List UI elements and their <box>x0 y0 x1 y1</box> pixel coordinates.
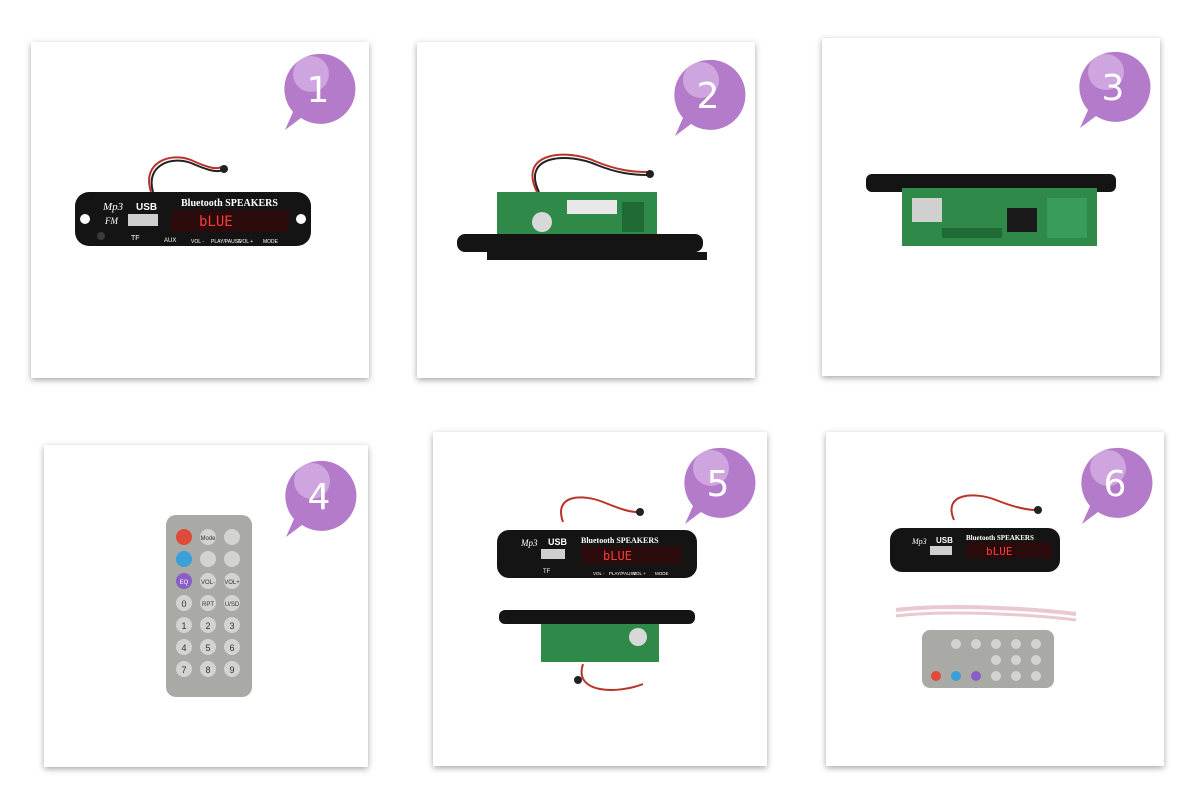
panel-title: Bluetooth SPEAKERS <box>181 198 278 209</box>
svg-text:5: 5 <box>205 643 210 653</box>
svg-text:EQ: EQ <box>180 580 189 586</box>
panel-brand: Mp3 <box>911 537 927 546</box>
svg-text:8: 8 <box>205 665 210 675</box>
number-badge: 1 <box>284 53 356 131</box>
svg-text:7: 7 <box>181 665 186 675</box>
display-text: bLUE <box>199 214 233 230</box>
svg-text:9: 9 <box>229 665 234 675</box>
power-icon <box>176 529 192 545</box>
btn-vol-plus: VOL + <box>239 239 253 245</box>
svg-text:4: 4 <box>181 643 186 653</box>
svg-text:U/SD: U/SD <box>225 602 240 608</box>
number-badge: 4 <box>285 460 357 537</box>
svg-text:0: 0 <box>181 599 186 609</box>
usb-label: USB <box>936 536 953 545</box>
usb-label: USB <box>548 537 568 547</box>
number-badge: 6 <box>1081 447 1153 524</box>
display-text: bLUE <box>603 549 632 563</box>
btn-play-pause: PLAY/PAUSE <box>609 571 636 576</box>
btn-vol-minus: VOL - <box>593 571 605 576</box>
product-card-1[interactable]: Mp3 FM USB Bluetooth SPEAKERS bLUE TF AU… <box>31 42 369 378</box>
panel-brand: Mp3 <box>102 201 124 213</box>
svg-text:RPT: RPT <box>202 602 214 608</box>
aux-label: AUX <box>164 238 176 244</box>
number-badge: 3 <box>1079 51 1151 129</box>
bluetooth-icon <box>97 232 105 240</box>
svg-text:1: 1 <box>181 621 186 631</box>
btn-mode: MODE <box>263 239 279 245</box>
btn-mode: MODE <box>655 571 669 576</box>
tf-label: TF <box>543 569 551 575</box>
badge-number: 2 <box>697 76 720 117</box>
usb-label: USB <box>136 202 157 213</box>
svg-text:2: 2 <box>205 621 210 631</box>
panel-brand: Mp3 <box>520 538 538 548</box>
play-pause-icon <box>176 551 192 567</box>
display-text: bLUE <box>986 545 1013 558</box>
product-image-pcb-side <box>457 153 707 260</box>
product-card-2[interactable]: 2 <box>417 42 755 378</box>
product-image-kit: Mp3 USB Bluetooth SPEAKERS bLUE <box>890 494 1077 688</box>
btn-play-pause: PLAY/PAUSE <box>211 239 242 245</box>
btn-vol-plus: VOL + <box>633 571 646 576</box>
product-image-pcb-back <box>866 174 1116 246</box>
product-image-remote: Mode EQ VOL- VOL+ 0 RPT U/SD 1 2 3 4 5 6… <box>166 515 252 697</box>
badge-number: 3 <box>1102 68 1125 109</box>
svg-text:3: 3 <box>229 621 234 631</box>
product-image-front-panel: Mp3 FM USB Bluetooth SPEAKERS bLUE TF AU… <box>75 156 311 246</box>
prev-icon <box>200 551 216 567</box>
svg-text:VOL-: VOL- <box>201 580 215 586</box>
badge-number: 4 <box>308 477 331 518</box>
mute-icon <box>224 529 240 545</box>
badge-number: 1 <box>307 70 330 111</box>
tf-label: TF <box>131 235 140 242</box>
next-icon <box>224 551 240 567</box>
panel-title: Bluetooth SPEAKERS <box>966 534 1034 542</box>
product-image-front-and-back: Mp3 USB Bluetooth SPEAKERS bLUE TF VOL -… <box>497 496 697 691</box>
product-card-3[interactable]: 3 <box>822 38 1160 376</box>
svg-text:VOL+: VOL+ <box>224 580 240 586</box>
number-badge: 2 <box>674 59 746 137</box>
number-badge: 5 <box>684 447 756 524</box>
panel-brand-2: FM <box>104 216 118 226</box>
svg-text:Mode: Mode <box>200 536 216 542</box>
btn-vol-minus: VOL - <box>191 239 204 245</box>
svg-text:6: 6 <box>229 643 234 653</box>
product-card-4[interactable]: Mode EQ VOL- VOL+ 0 RPT U/SD 1 2 3 4 5 6… <box>44 445 368 767</box>
panel-title: Bluetooth SPEAKERS <box>581 536 659 545</box>
badge-number: 5 <box>707 464 730 505</box>
product-card-5[interactable]: Mp3 USB Bluetooth SPEAKERS bLUE TF VOL -… <box>433 432 767 766</box>
product-card-6[interactable]: Mp3 USB Bluetooth SPEAKERS bLUE 6 <box>826 432 1164 766</box>
badge-number: 6 <box>1104 464 1127 505</box>
